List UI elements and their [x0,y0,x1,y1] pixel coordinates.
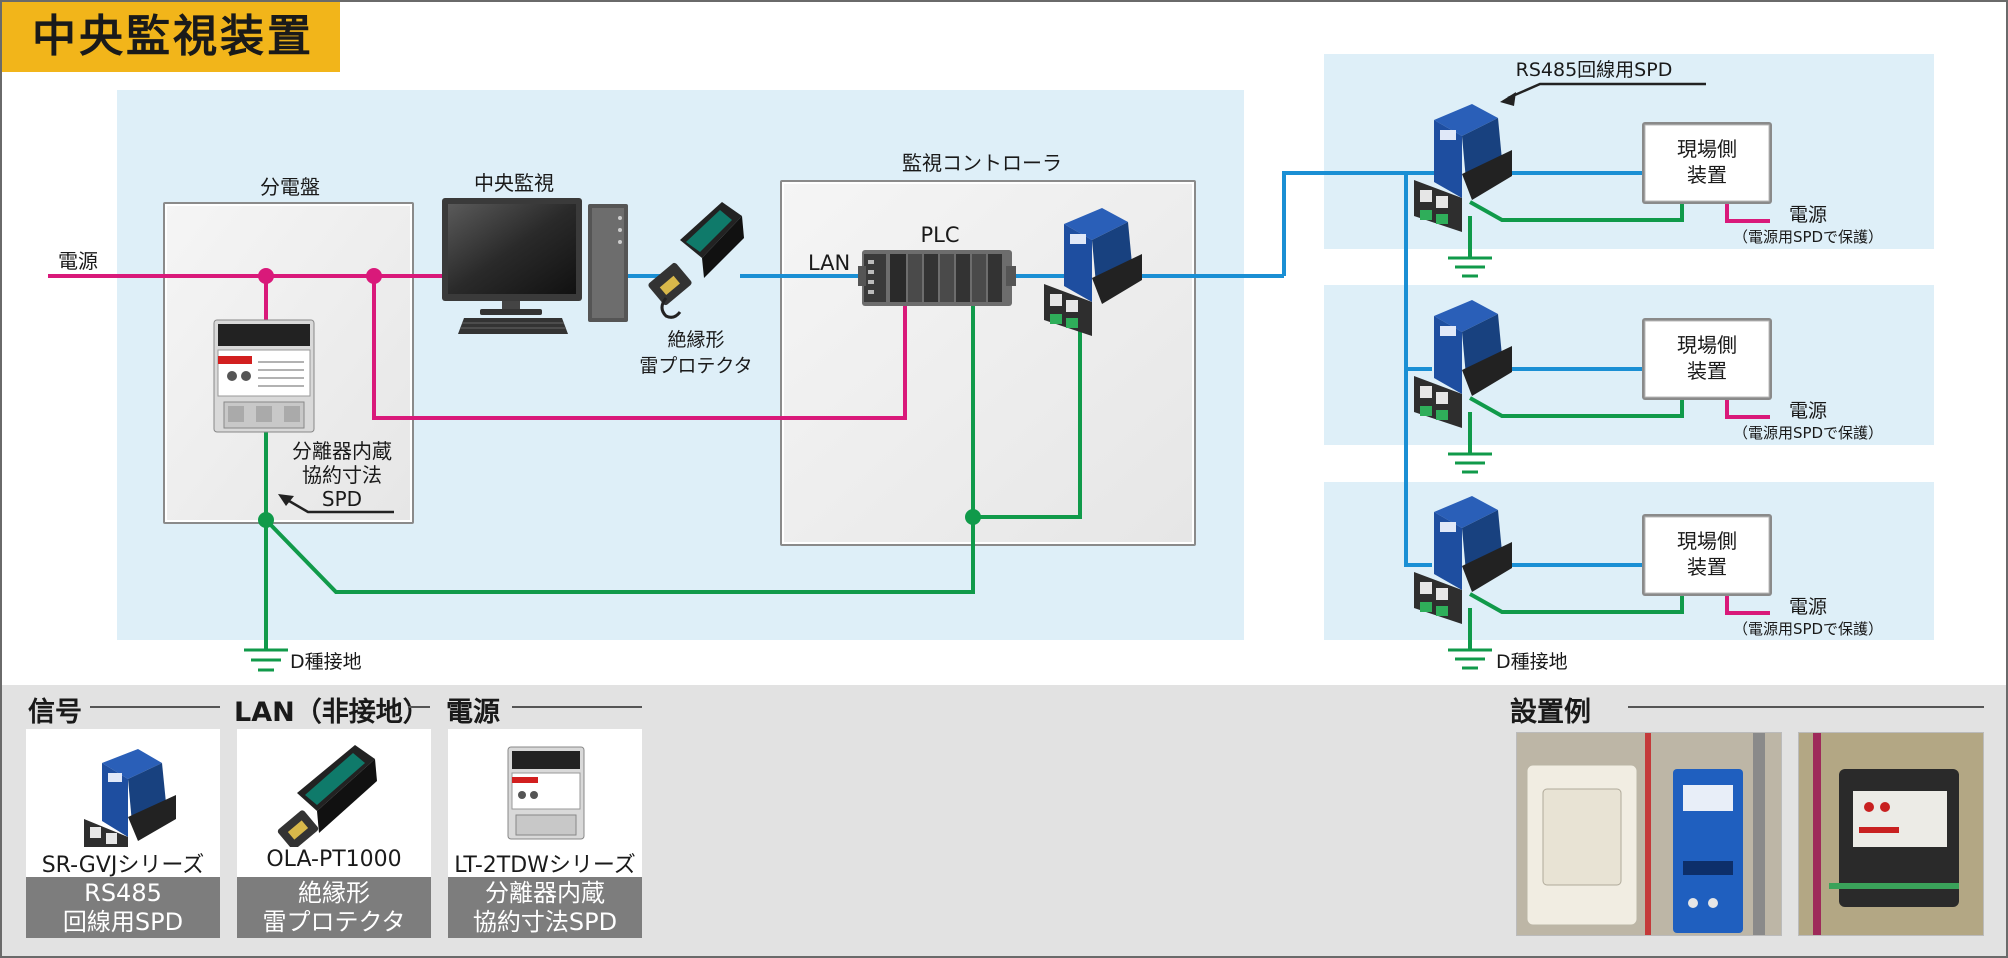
field-power-note: （電源用SPDで保護） [1733,620,1883,638]
field-device-label-line1: 現場側 [1677,137,1737,161]
plc-device [858,250,1016,306]
rs485-spd-product-image [84,749,176,847]
page-title: 中央監視装置 [2,2,340,72]
installation-photo-2-image [1799,733,1983,935]
legend-heading-lan: LAN（非接地） [234,697,430,728]
ground-symbol [1448,256,1492,278]
legend-heading-power: 電源 [446,697,500,728]
ground-symbol-left [244,648,288,672]
signal-lines [622,171,1644,567]
legend-caption-line: 分離器内蔵 [485,879,605,907]
power-junction [258,268,274,284]
legend-model-rs485: SR-GVJシリーズ [41,853,205,878]
panel-spd-label-line3: SPD [322,487,362,511]
field-zone-3 [1324,482,1934,640]
installation-photo-1-image [1517,733,1781,935]
rs485-spd-label: RS485回線用SPD [1516,59,1673,81]
field-device-label-line2: 装置 [1687,359,1727,383]
legend-heading-signal: 信号 [28,697,82,728]
central-monitor-pc [442,198,628,334]
legend-card-lan: OLA-PT1000 絶縁形 雷プロテクタ [237,729,431,938]
plc-label: PLC [920,223,959,247]
legend-model-power: LT-2TDWシリーズ [454,853,636,878]
field-rs485-spd-2 [1414,300,1512,428]
legend-divider [90,706,220,708]
field-device-label-line2: 装置 [1687,555,1727,579]
central-monitor-label: 中央監視 [474,171,554,195]
field-device-label-line1: 現場側 [1677,333,1737,357]
field-device-box-1 [1642,122,1772,204]
lan-protector-device [648,202,744,319]
legend-caption-line: RS485 [84,879,162,907]
ground-junction [965,509,981,525]
legend-heading-examples: 設置例 [1510,697,1591,728]
legend-caption-line: 絶縁形 [298,879,370,907]
legend-caption-rs485: RS485 回線用SPD [26,877,220,938]
panel-spd-label-line2: 協約寸法 [302,463,382,487]
field-zone-2 [1324,285,1934,445]
lan-protector-label-line2: 雷プロテクタ [639,355,752,377]
legend-divider [512,706,642,708]
legend-caption-line: 回線用SPD [62,908,184,936]
spd-pointer-arrow [278,494,394,514]
ground-symbol [1448,452,1492,474]
legend-caption-power: 分離器内蔵 協約寸法SPD [448,877,642,938]
ground-left-label: D種接地 [290,651,362,673]
installation-photo-2 [1798,732,1984,936]
field-power-note: （電源用SPDで保護） [1733,424,1883,442]
legend-caption-line: 協約寸法SPD [472,908,618,936]
ground-right-label: D種接地 [1496,651,1568,673]
legend-card-power: LT-2TDWシリーズ 分離器内蔵 協約寸法SPD [448,729,642,938]
power-main-label: 電源 [58,249,98,273]
field-power-label: 電源 [1789,596,1827,618]
rs485-pointer-arrow [1500,82,1706,106]
field-power-label: 電源 [1789,204,1827,226]
installation-photo-1 [1516,732,1782,936]
panel-spd-label-line1: 分離器内蔵 [292,439,392,463]
power-lines [48,202,1770,615]
field-power-note: （電源用SPDで保護） [1733,228,1883,246]
panel-spd-device [213,319,315,433]
field-rs485-spd-1 [1414,104,1512,232]
ground-symbol-right [1448,648,1492,670]
controller-panel [780,180,1196,546]
controller-label: 監視コントローラ [902,151,1062,175]
field-rs485-spd-3 [1414,496,1512,624]
legend-divider [1628,706,1984,708]
field-device-label-line1: 現場側 [1677,529,1737,553]
ground-lines [264,200,1684,650]
legend-caption-line: 雷プロテクタ [262,908,406,936]
field-device-label-line2: 装置 [1687,163,1727,187]
field-power-label: 電源 [1789,400,1827,422]
field-device-box-3 [1642,514,1772,596]
controller-rs485-spd [1044,208,1142,336]
lan-protector-product-image [277,745,377,847]
panel-spd-product-image [507,746,585,840]
power-junction [366,268,382,284]
lan-label: LAN [808,251,850,275]
ground-junction [258,512,274,528]
legend-divider [408,706,430,708]
legend-caption-lan: 絶縁形 雷プロテクタ [237,877,431,938]
legend-card-rs485: SR-GVJシリーズ RS485 回線用SPD [26,729,220,938]
legend-model-lan: OLA-PT1000 [266,847,402,872]
field-device-box-2 [1642,318,1772,400]
lan-protector-label-line1: 絶縁形 [667,329,724,351]
panel-label: 分電盤 [260,175,320,199]
